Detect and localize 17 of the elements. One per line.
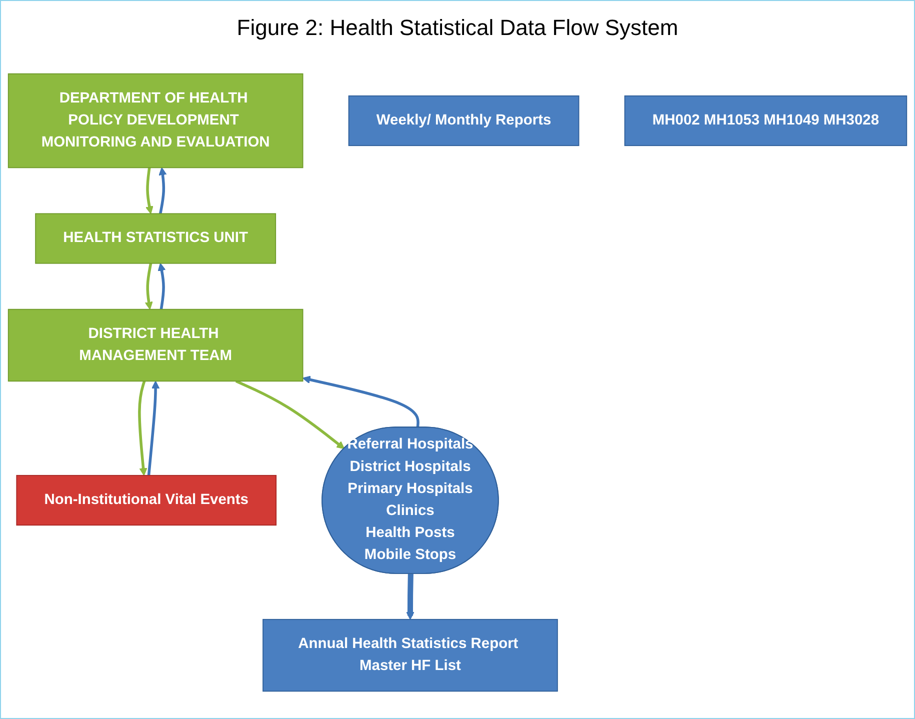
node-box: DEPARTMENT OF HEALTH POLICY DEVELOPMENT MONITORING AND EVALUATION xyxy=(8,73,304,168)
node-box: Non-Institutional Vital Events xyxy=(16,474,277,526)
diagram-title: Figure 2: Health Statistical Data Flow System xyxy=(236,15,678,41)
arrow xyxy=(302,376,420,428)
node-box: Annual Health Statistics Report Master HF List xyxy=(262,618,558,692)
node-box: DISTRICT HEALTH MANAGEMENT TEAM xyxy=(8,308,304,382)
node-box: HEALTH STATISTICS UNIT xyxy=(35,213,276,264)
arrow xyxy=(145,167,154,214)
arrow xyxy=(158,167,167,214)
arrow xyxy=(144,263,153,310)
arrow xyxy=(158,262,166,310)
node-box: MH002 MH1053 MH1049 MH3028 xyxy=(624,95,908,146)
arrow xyxy=(235,380,345,450)
arrow xyxy=(406,574,414,620)
arrow xyxy=(138,380,148,476)
arrow xyxy=(147,380,160,476)
node-box: Weekly/ Monthly Reports xyxy=(348,95,580,146)
